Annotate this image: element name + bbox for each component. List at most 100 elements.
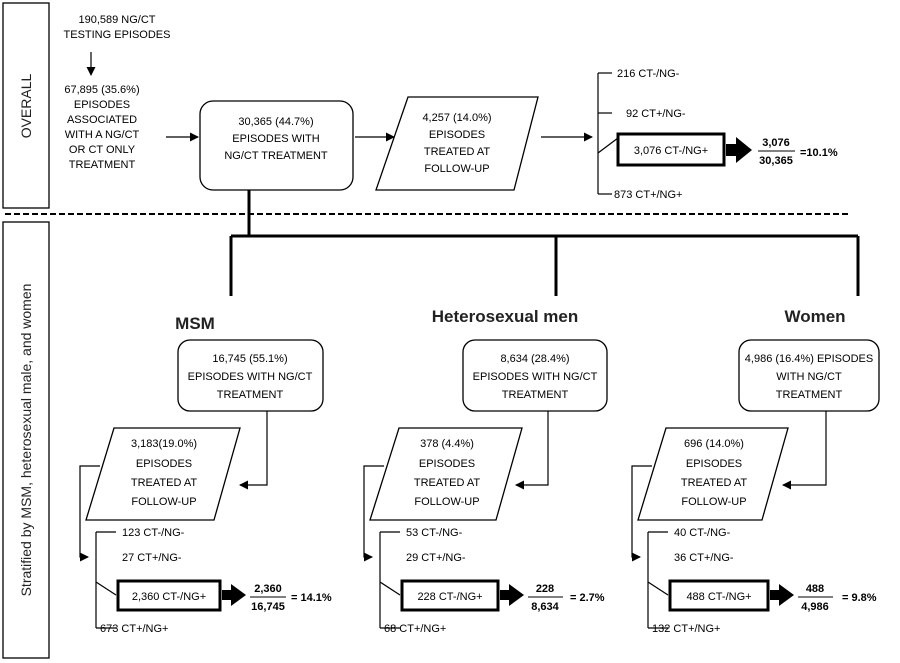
- svg-text:EPISODES: EPISODES: [136, 458, 192, 470]
- group-arrow-followup-to-results: [79, 465, 100, 562]
- group-result-ctneg-ngneg: 40 CT-/NG-: [674, 527, 731, 539]
- svg-text:EPISODES: EPISODES: [74, 99, 130, 111]
- svg-text:67,895 (35.6%): 67,895 (35.6%): [64, 84, 139, 96]
- svg-text:FOLLOW-UP: FOLLOW-UP: [681, 496, 746, 508]
- group-result-ctpos-ngneg: 36 CT+/NG-: [674, 552, 734, 564]
- svg-text:EPISODES: EPISODES: [686, 458, 742, 470]
- overall-followup-text: 4,257 (14.0%) EPISODES TREATED AT FOLLOW…: [422, 112, 491, 175]
- group-arrow-treatment-to-followup: [782, 411, 827, 490]
- overall-result-arrow: [726, 137, 752, 163]
- svg-text:EPISODES WITH NG/CT: EPISODES WITH NG/CT: [473, 371, 598, 383]
- svg-text:16,745 (55.1%): 16,745 (55.1%): [212, 353, 287, 365]
- svg-text:EPISODES: EPISODES: [419, 458, 475, 470]
- svg-text:696 (14.0%): 696 (14.0%): [684, 438, 744, 450]
- overall-result-ctpos-ngneg: 92 CT+/NG-: [626, 108, 686, 120]
- group-result-arrow: [222, 584, 246, 606]
- group-arrow-followup-to-results: [631, 465, 652, 562]
- testing-episodes-label: 190,589 NG/CT TESTING EPISODES: [64, 14, 171, 41]
- group-title: Heterosexual men: [432, 307, 578, 326]
- svg-text:FOLLOW-UP: FOLLOW-UP: [131, 496, 196, 508]
- svg-text:8,634: 8,634: [531, 601, 559, 613]
- svg-text:TREATMENT: TREATMENT: [502, 389, 569, 401]
- group-result-arrow: [770, 584, 794, 606]
- svg-text:TREATED AT: TREATED AT: [681, 477, 747, 489]
- svg-text:16,745: 16,745: [251, 601, 285, 613]
- group-result-ctpos-ngpos: 132 CT+/NG+: [652, 623, 720, 635]
- svg-text:FOLLOW-UP: FOLLOW-UP: [414, 496, 479, 508]
- overall-treatment-box: [199, 100, 354, 191]
- svg-text:FOLLOW-UP: FOLLOW-UP: [424, 163, 489, 175]
- svg-text:WITH NG/CT: WITH NG/CT: [776, 371, 842, 383]
- overall-fraction: 3,076 30,365 =10.1%: [758, 137, 838, 167]
- svg-text:30,365: 30,365: [759, 155, 793, 167]
- group-result-ctneg-ngpos: 228 CT-/NG+: [417, 591, 482, 603]
- svg-text:TREATED AT: TREATED AT: [424, 146, 490, 158]
- stratified-side-frame: [2, 221, 50, 659]
- svg-text:30,365 (44.7%): 30,365 (44.7%): [238, 116, 313, 128]
- group-title: MSM: [175, 314, 215, 333]
- svg-text:190,589 NG/CT: 190,589 NG/CT: [78, 14, 155, 26]
- overall-result-ctneg-ngpos: 3,076 CT-/NG+: [634, 145, 708, 157]
- overall-side-frame: [2, 2, 50, 209]
- svg-text:EPISODES WITH NG/CT: EPISODES WITH NG/CT: [188, 371, 313, 383]
- svg-text:NG/CT TREATMENT: NG/CT TREATMENT: [224, 150, 328, 162]
- overall-side-label: OVERALL: [18, 73, 34, 138]
- svg-text:TREATMENT: TREATMENT: [69, 159, 136, 171]
- overall-treatment-text: 30,365 (44.7%) EPISODES WITH NG/CT TREAT…: [224, 116, 328, 162]
- svg-text:228: 228: [536, 583, 554, 595]
- group-title: Women: [784, 307, 845, 326]
- svg-text:3,076: 3,076: [762, 137, 790, 149]
- overall-result-ctpos-ngpos: 873 CT+/NG+: [614, 189, 682, 201]
- group-msm: MSM 16,745 (55.1%) EPISODES WITH NG/CT T…: [79, 314, 332, 635]
- group-result-ctpos-ngpos: 68 CT+/NG+: [384, 623, 446, 635]
- svg-text:8,634 (28.4%): 8,634 (28.4%): [500, 353, 569, 365]
- svg-text:4,986 (16.4%) EPISODES: 4,986 (16.4%) EPISODES: [745, 353, 873, 365]
- group-followup-box: [369, 427, 523, 521]
- stratified-side-label: Stratified by MSM, heterosexual male, an…: [18, 284, 34, 597]
- svg-text:ASSOCIATED: ASSOCIATED: [67, 114, 137, 126]
- overall-results-bracket: [597, 72, 619, 195]
- group-followup-box: [637, 427, 789, 521]
- overall-followup-box: [375, 96, 539, 191]
- group-result-ctpos-ngpos: 673 CT+/NG+: [100, 623, 168, 635]
- svg-text:378 (4.4%): 378 (4.4%): [420, 438, 474, 450]
- group-treatment-box: [177, 339, 324, 412]
- group-result-ctneg-ngneg: 123 CT-/NG-: [122, 527, 185, 539]
- svg-text:TESTING EPISODES: TESTING EPISODES: [64, 29, 171, 41]
- group-result-ctneg-ngpos: 2,360 CT-/NG+: [132, 591, 206, 603]
- svg-text:EPISODES: EPISODES: [429, 129, 485, 141]
- group-ng-positive-box: [116, 579, 222, 612]
- svg-text:WITH A NG/CT: WITH A NG/CT: [65, 129, 140, 141]
- svg-text:TREATMENT: TREATMENT: [776, 389, 843, 401]
- group-tree-connector: [229, 190, 860, 296]
- svg-text:TREATED AT: TREATED AT: [414, 477, 480, 489]
- group-arrow-treatment-to-followup: [515, 411, 549, 490]
- group-result-ctpos-ngneg: 27 CT+/NG-: [122, 552, 182, 564]
- svg-text:TREATMENT: TREATMENT: [217, 389, 284, 401]
- svg-text:= 2.7%: = 2.7%: [570, 592, 605, 604]
- group-result-ctneg-ngneg: 53 CT-/NG-: [406, 527, 463, 539]
- group-followup-box: [85, 427, 241, 521]
- svg-text:3,183(19.0%): 3,183(19.0%): [131, 438, 197, 450]
- svg-text:EPISODES WITH: EPISODES WITH: [232, 133, 319, 145]
- group-arrow-treatment-to-followup: [239, 411, 268, 490]
- svg-text:=10.1%: =10.1%: [800, 147, 838, 159]
- svg-text:= 14.1%: = 14.1%: [291, 592, 332, 604]
- group-result-ctneg-ngpos: 488 CT-/NG+: [686, 591, 751, 603]
- svg-text:= 9.8%: = 9.8%: [842, 592, 877, 604]
- group-result-ctpos-ngneg: 29 CT+/NG-: [406, 552, 466, 564]
- group-result-arrow: [500, 584, 524, 606]
- svg-text:TREATED AT: TREATED AT: [131, 477, 197, 489]
- associated-episodes-label: 67,895 (35.6%) EPISODES ASSOCIATED WITH …: [64, 84, 139, 171]
- svg-text:4,257 (14.0%): 4,257 (14.0%): [422, 112, 491, 124]
- group-women: Women 4,986 (16.4%) EPISODES WITH NG/CT …: [631, 307, 880, 635]
- svg-text:2,360: 2,360: [254, 583, 282, 595]
- svg-text:488: 488: [806, 583, 824, 595]
- group-arrow-followup-to-results: [363, 465, 384, 562]
- svg-text:4,986: 4,986: [801, 601, 829, 613]
- group-ng-positive-box: [668, 579, 770, 612]
- group-heterosexual-men: Heterosexual men 8,634 (28.4%) EPISODES …: [363, 307, 608, 635]
- group-treatment-box: [738, 339, 880, 412]
- svg-text:OR CT ONLY: OR CT ONLY: [69, 144, 136, 156]
